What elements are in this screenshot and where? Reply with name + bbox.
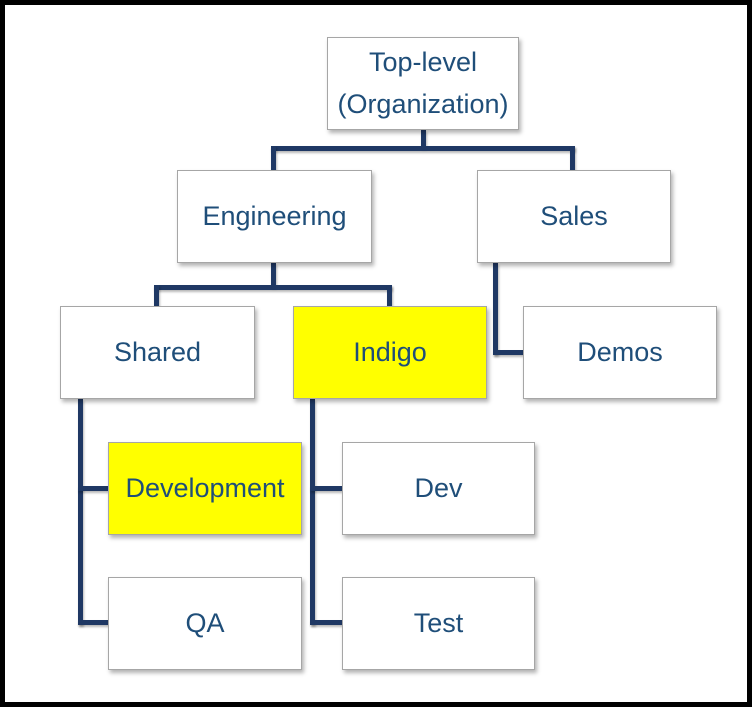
connector-bus-engineering-children bbox=[154, 285, 392, 290]
node-dev: Dev bbox=[342, 442, 535, 535]
node-label: Shared bbox=[113, 336, 202, 367]
connector-drop-engineering bbox=[271, 146, 276, 170]
node-qa: QA bbox=[108, 577, 302, 670]
node-label: Demos bbox=[577, 336, 663, 367]
connector-indigo-rail bbox=[310, 399, 315, 625]
connector-sales-rail bbox=[493, 263, 498, 355]
connector-indigo-to-test bbox=[310, 620, 342, 625]
node-top-level-organization: Top-level (Organization) bbox=[327, 37, 519, 130]
connector-shared-to-development bbox=[78, 486, 108, 491]
connector-drop-sales bbox=[570, 146, 575, 170]
node-shared: Shared bbox=[60, 306, 255, 399]
connector-top-stub bbox=[421, 130, 426, 148]
node-label: Test bbox=[413, 607, 464, 638]
node-label: Development bbox=[125, 472, 285, 503]
connector-bus-top-children bbox=[271, 146, 575, 151]
node-label: QA bbox=[185, 607, 225, 638]
node-label: Top-level (Organization) bbox=[337, 46, 509, 119]
node-development-highlighted: Development bbox=[108, 442, 302, 535]
connector-drop-indigo bbox=[387, 285, 392, 306]
connector-sales-to-demos bbox=[493, 350, 523, 355]
connector-engineering-stub bbox=[271, 263, 276, 287]
node-test: Test bbox=[342, 577, 535, 670]
node-label: Indigo bbox=[353, 336, 427, 367]
node-indigo-highlighted: Indigo bbox=[293, 306, 487, 399]
connector-drop-shared bbox=[154, 285, 159, 306]
node-sales: Sales bbox=[477, 170, 671, 263]
connector-indigo-to-dev bbox=[310, 486, 342, 491]
node-label: Dev bbox=[414, 472, 463, 503]
connector-shared-to-qa bbox=[78, 620, 108, 625]
node-demos: Demos bbox=[523, 306, 717, 399]
node-engineering: Engineering bbox=[177, 170, 372, 263]
node-label: Engineering bbox=[202, 200, 347, 231]
connector-shared-rail bbox=[78, 399, 83, 625]
node-label: Sales bbox=[540, 200, 608, 231]
